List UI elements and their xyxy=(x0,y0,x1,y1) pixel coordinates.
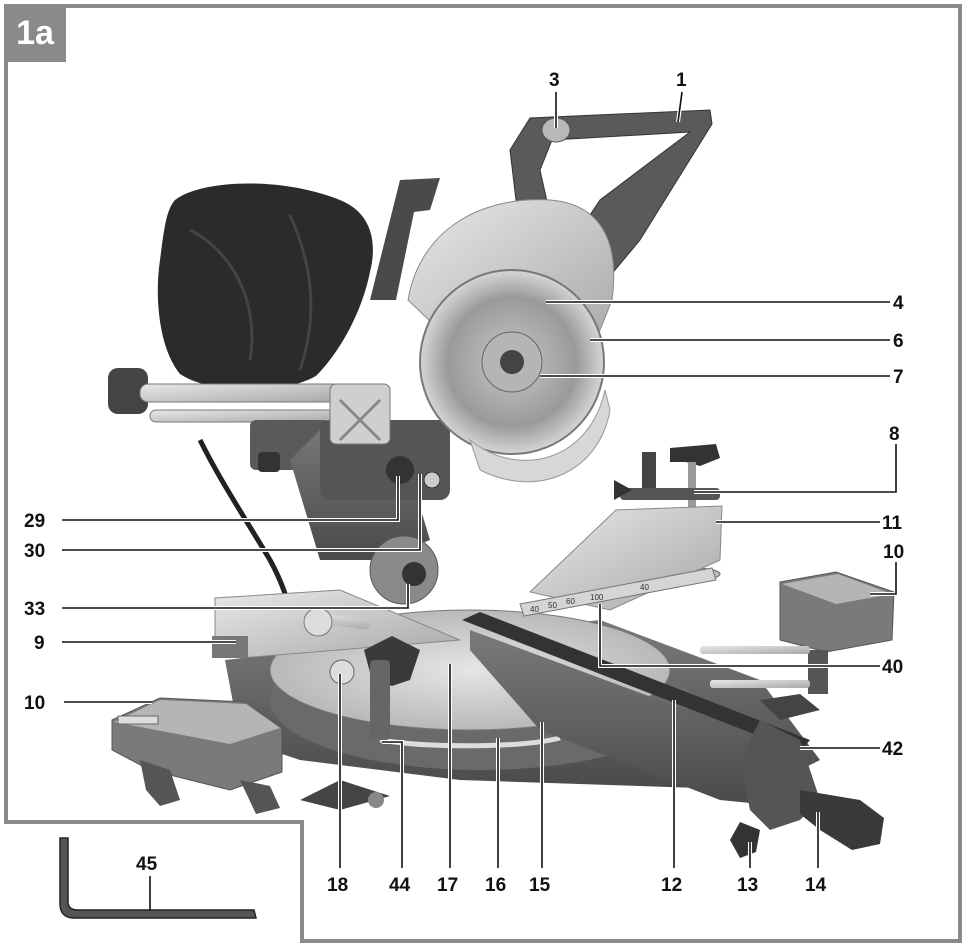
callout-1: 1 xyxy=(676,70,687,91)
callout-18: 18 xyxy=(327,875,348,896)
callout-45: 45 xyxy=(136,854,158,875)
callout-40: 40 xyxy=(882,657,903,678)
figure-label: 1a xyxy=(4,4,66,62)
dust-bag xyxy=(157,183,373,391)
callout-11: 11 xyxy=(882,513,903,534)
callout-30: 30 xyxy=(24,541,45,562)
callout-13: 13 xyxy=(737,875,758,896)
rear-handle xyxy=(370,178,440,300)
callout-9: 9 xyxy=(34,633,45,654)
callout-44: 44 xyxy=(389,875,411,896)
bevel-knob xyxy=(402,562,426,586)
callout-42: 42 xyxy=(882,739,903,760)
callout-8: 8 xyxy=(889,424,900,445)
callout-7: 7 xyxy=(893,367,904,388)
turntable-grip xyxy=(730,790,884,858)
right-fence xyxy=(528,505,723,611)
angle-scale: 40 50 60 100 40 xyxy=(519,567,717,617)
callout-labels: 3 1 4 6 7 8 11 10 29 30 33 9 40 10 42 18… xyxy=(24,70,904,896)
saw-blade xyxy=(419,269,611,483)
callout-15: 15 xyxy=(529,875,551,896)
scale-mark: 40 xyxy=(640,583,649,592)
right-extension xyxy=(700,571,895,720)
bevel-lock-handle xyxy=(303,607,420,740)
leader-lines xyxy=(62,91,898,868)
callout-10-left: 10 xyxy=(24,693,45,714)
scale-mark: 60 xyxy=(566,597,575,606)
callout-14: 14 xyxy=(805,875,827,896)
accessory-inset: 45 xyxy=(4,820,304,943)
callout-29: 29 xyxy=(24,511,45,532)
scale-mark: 40 xyxy=(530,605,539,614)
callout-12: 12 xyxy=(661,875,682,896)
scale-mark: 100 xyxy=(590,593,604,602)
callout-3: 3 xyxy=(549,70,560,91)
left-extension xyxy=(111,697,283,814)
callout-10-right: 10 xyxy=(883,542,904,563)
callout-17: 17 xyxy=(437,875,458,896)
saw-arm xyxy=(290,383,450,560)
scale-mark: 50 xyxy=(548,601,557,610)
hex-key-illustration: 45 xyxy=(59,837,257,919)
callout-33: 33 xyxy=(24,599,45,620)
callout-6: 6 xyxy=(893,331,904,352)
callout-4: 4 xyxy=(893,293,904,314)
callout-16: 16 xyxy=(485,875,506,896)
figure-frame xyxy=(4,4,962,943)
